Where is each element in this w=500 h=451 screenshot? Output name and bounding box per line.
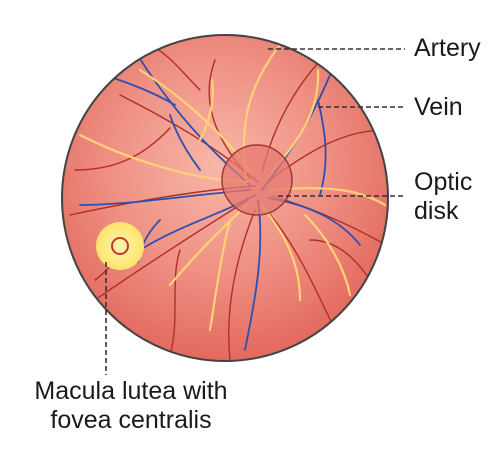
optic-disk-label: Optic disk xyxy=(414,168,472,226)
retina-outline xyxy=(61,34,389,362)
vein-label: Vein xyxy=(414,93,463,121)
retina-disc xyxy=(62,35,388,361)
macula-icon xyxy=(96,222,144,270)
optic-disk-label-line2: disk xyxy=(414,197,459,225)
macula-label: Macula lutea with fovea centralis xyxy=(18,377,244,435)
leader-lines xyxy=(105,48,405,375)
macula-label-line2: fovea centralis xyxy=(50,406,212,434)
macula-label-line1: Macula lutea with xyxy=(34,377,228,405)
artery-label: Artery xyxy=(414,34,481,62)
optic-disk-icon xyxy=(221,144,293,216)
optic-disk-label-line1: Optic xyxy=(414,168,473,196)
